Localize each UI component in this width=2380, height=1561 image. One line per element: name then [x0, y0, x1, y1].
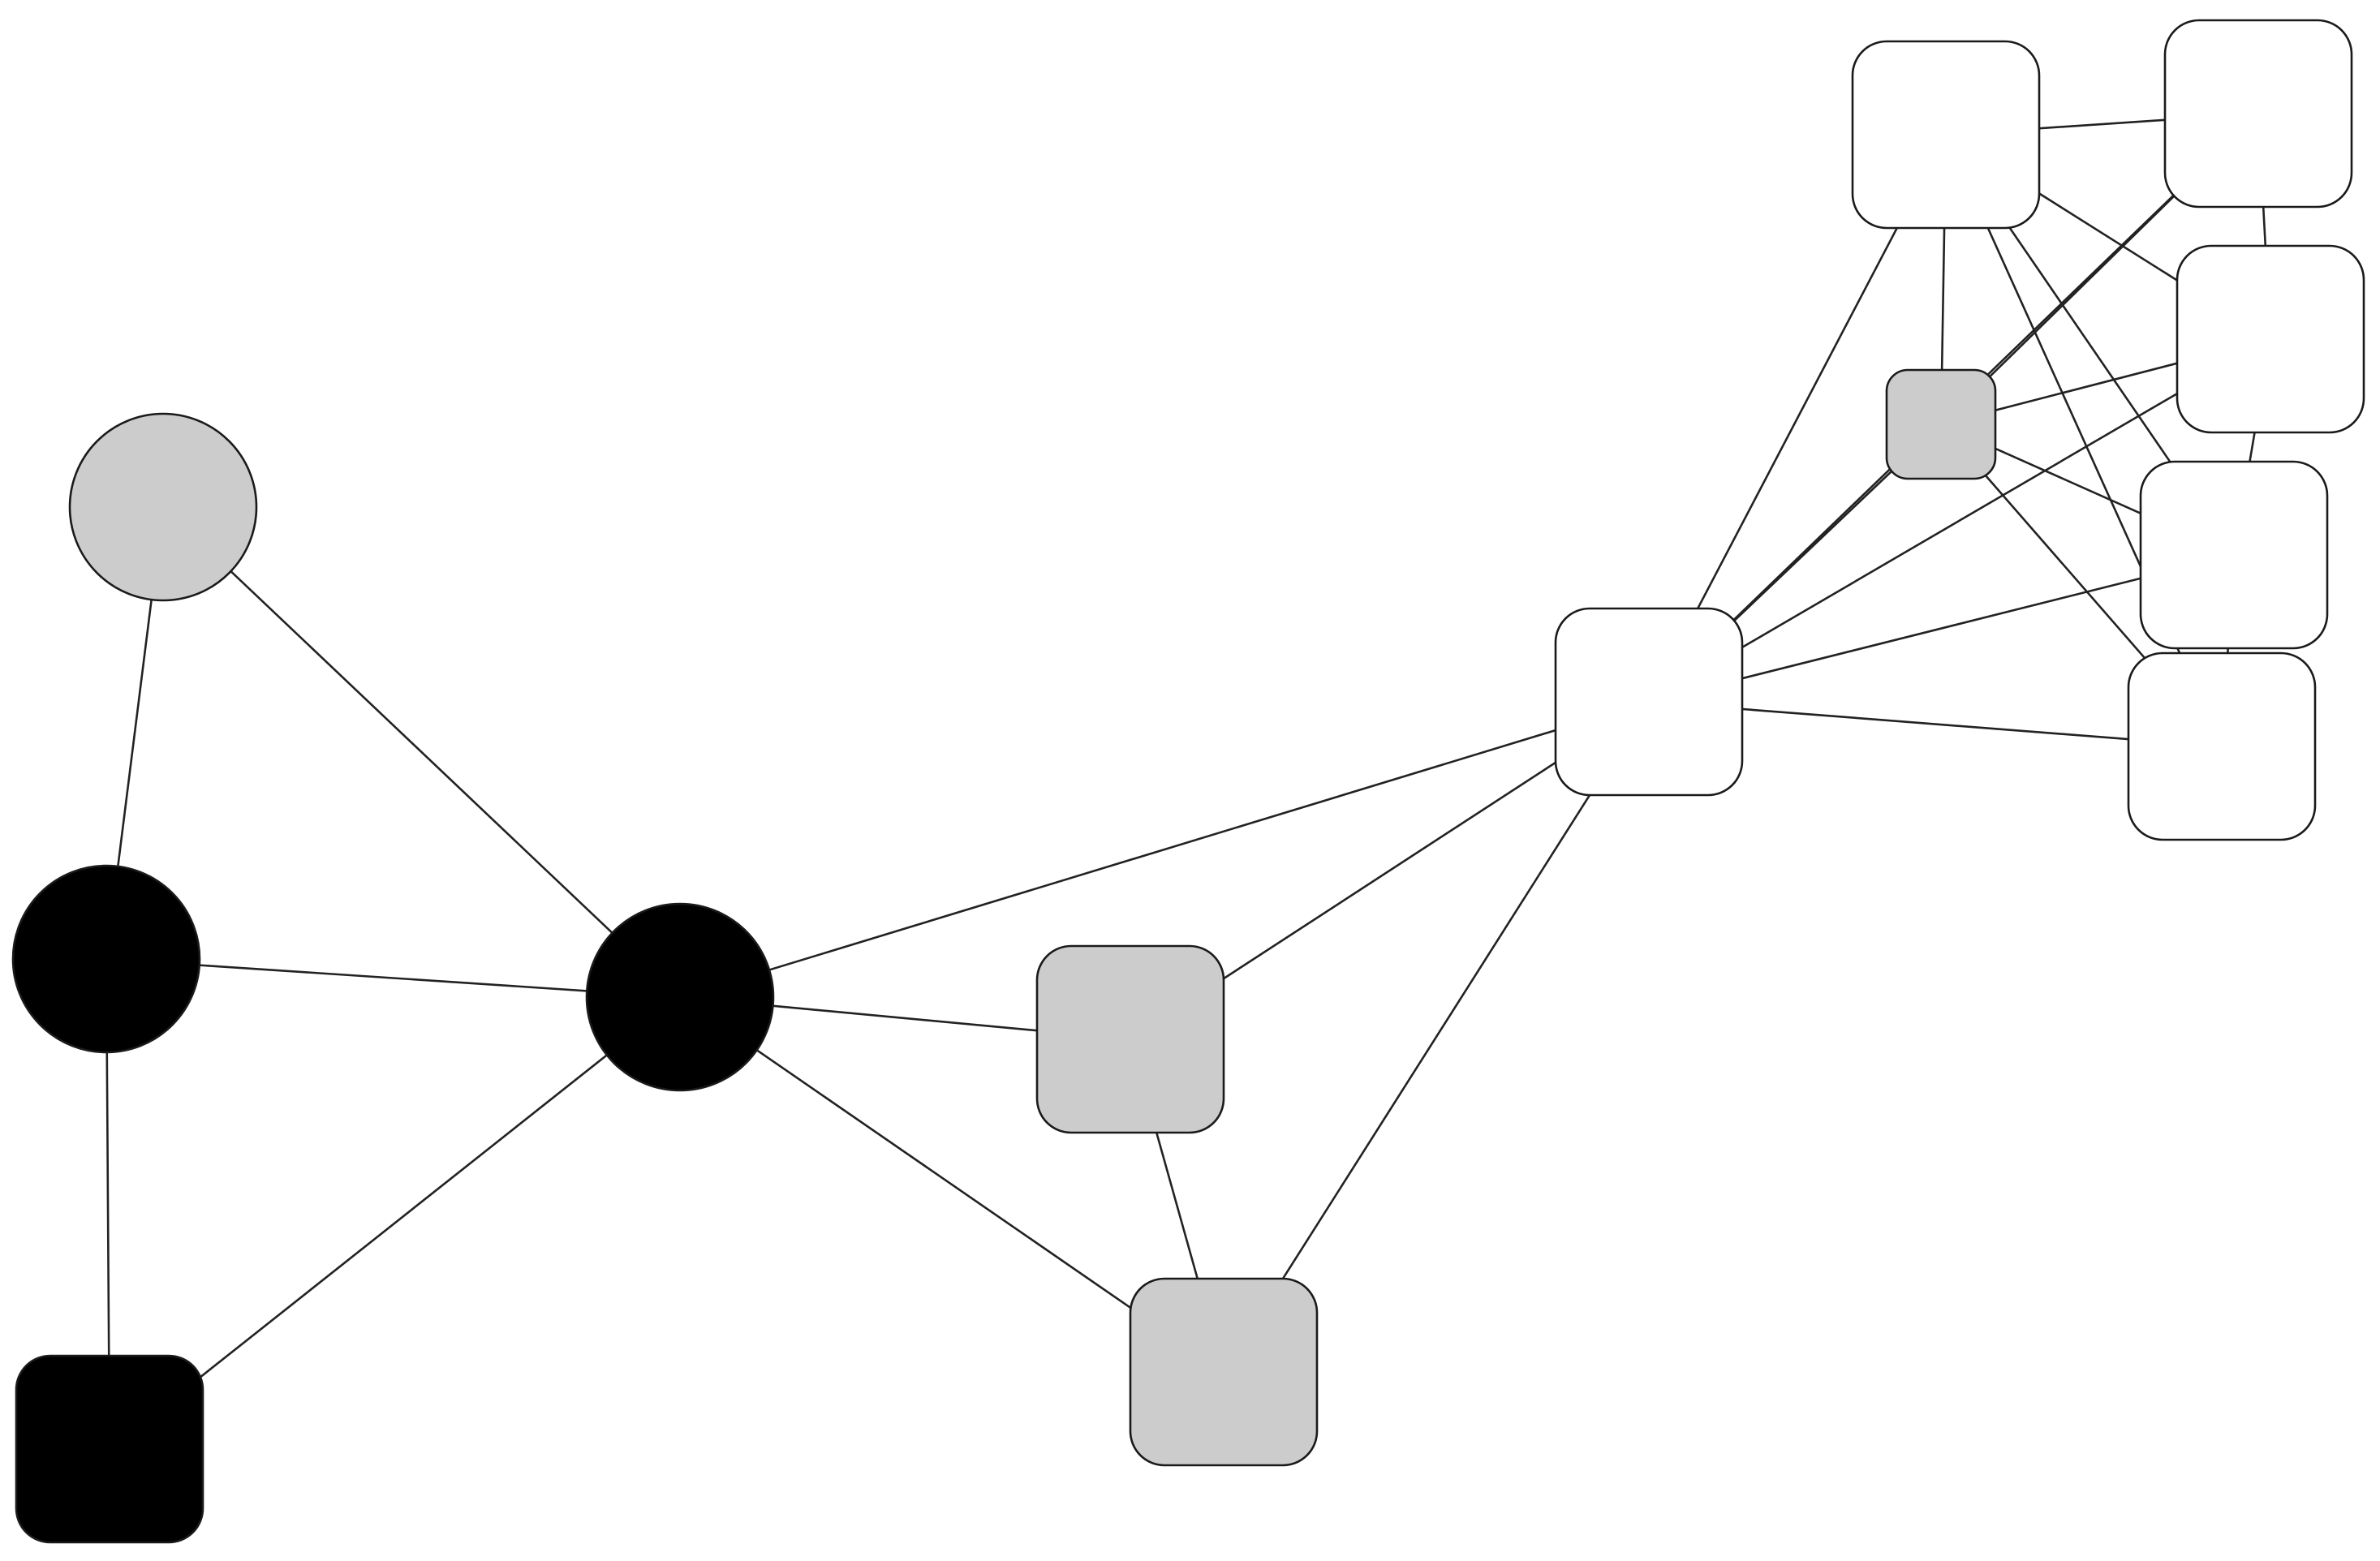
node-c-gray [68, 412, 258, 602]
node-layer [11, 19, 2365, 1544]
edge-s-white-hub-s-white-e [1648, 700, 2223, 748]
node-s-black [15, 1354, 204, 1544]
edge-c-gray-c-black-hub [162, 506, 681, 998]
node-s-white-d [2139, 460, 2329, 650]
node-s-white-e [2127, 651, 2317, 841]
edge-s-white-hub-s-white-a [1647, 134, 1947, 703]
edge-layer [105, 112, 2272, 1451]
node-c-black-hub [585, 902, 775, 1092]
edge-s-white-hub-s-white-d [1648, 553, 2235, 703]
node-s-gray-2 [1129, 1277, 1319, 1467]
node-s-gray-small [1885, 368, 1997, 480]
node-s-white-hub [1554, 607, 1744, 797]
node-s-white-a [1851, 40, 2041, 230]
edge-c-black-hub-s-white-hub [679, 700, 1650, 999]
edge-c-black-left-c-black-hub [105, 957, 681, 999]
edge-s-white-hub-s-white-c [1648, 338, 2271, 703]
edge-s-black-c-black-hub [109, 996, 681, 1451]
node-s-gray-1 [1035, 944, 1225, 1134]
node-s-white-c [2176, 244, 2365, 434]
edge-s-gray-2-s-white-hub [1222, 701, 1651, 1373]
node-s-white-b [2163, 19, 2353, 209]
node-c-black-left [11, 864, 201, 1054]
